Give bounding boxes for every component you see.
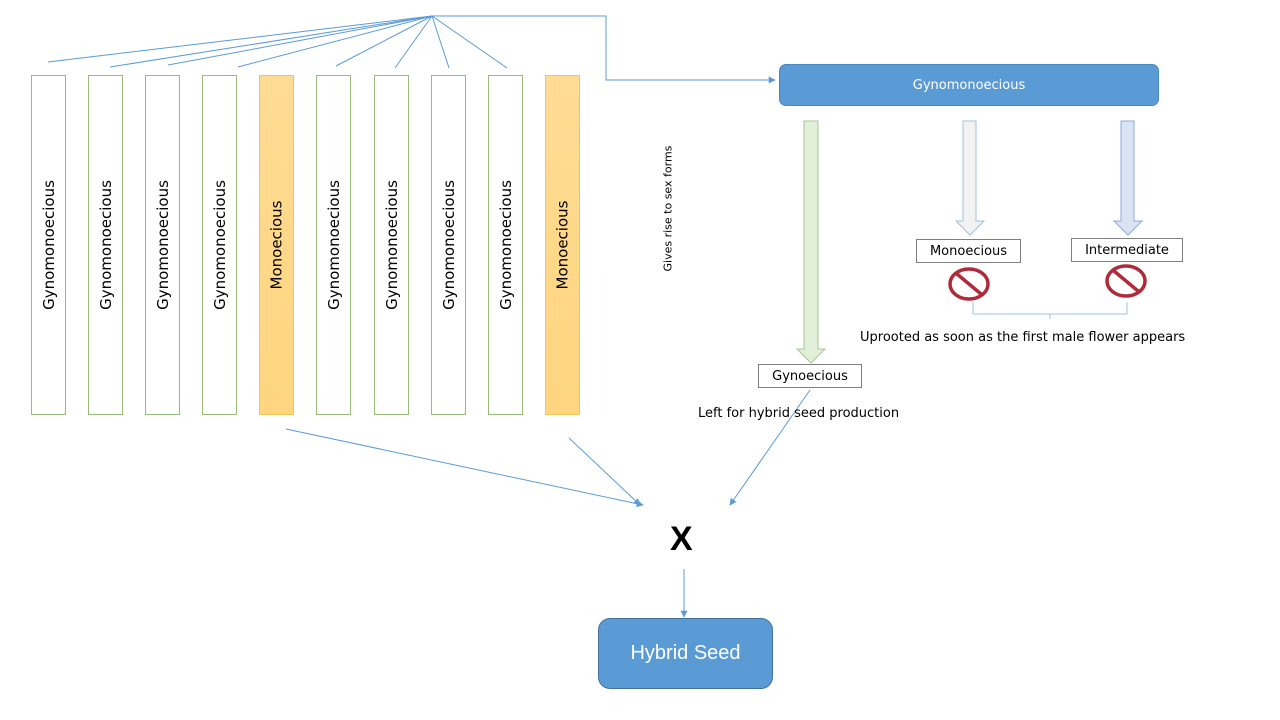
- plant-label: Gynomonoecious: [324, 180, 343, 310]
- plant-column: Gynomonoecious: [31, 75, 66, 415]
- plant-label: Monoecious: [267, 200, 286, 290]
- gives-rise-label: Gives rise to sex forms: [661, 145, 675, 272]
- to-parent-arrow: [432, 15, 776, 84]
- block-arrow-monoecious: [954, 120, 986, 236]
- parent-box: Gynomonoecious: [779, 64, 1159, 106]
- intermediate-box: Intermediate: [1071, 238, 1183, 262]
- block-arrow-gynoecious: [795, 120, 827, 364]
- plant-label: Gynomonoecious: [96, 180, 115, 310]
- plant-column: Gynomonoecious: [488, 75, 523, 415]
- fan-line: [431, 15, 450, 69]
- fan-line: [431, 15, 508, 69]
- plant-label: Gynomonoecious: [153, 180, 172, 310]
- fan-line: [394, 15, 433, 69]
- fan-line: [335, 15, 433, 67]
- plant-column: Gynomonoecious: [431, 75, 466, 415]
- plant-column: Gynomonoecious: [316, 75, 351, 415]
- plant-label: Gynomonoecious: [210, 180, 229, 310]
- gyno-to-cross-arrow: [729, 389, 811, 506]
- fan-line: [47, 15, 433, 63]
- plant-label: Gynomonoecious: [496, 180, 515, 310]
- plant-column: Gynomonoecious: [145, 75, 180, 415]
- plant-label: Gynomonoecious: [39, 180, 58, 310]
- prohibited-icon: [1105, 264, 1147, 298]
- fan-line: [109, 15, 433, 68]
- hybrid-production-note: Left for hybrid seed production: [698, 406, 900, 421]
- plant-column: Gynomonoecious: [88, 75, 123, 415]
- plant-label: Gynomonoecious: [439, 180, 458, 310]
- block-arrow-intermediate: [1112, 120, 1144, 236]
- plant-label: Gynomonoecious: [382, 180, 401, 310]
- brace: [972, 302, 1128, 319]
- gynoecious-box: Gynoecious: [758, 364, 862, 388]
- plant-label: Monoecious: [553, 200, 572, 290]
- mono2-to-cross-arrow: [568, 437, 641, 506]
- plant-column: Gynomonoecious: [374, 75, 409, 415]
- prohibited-icon: [948, 267, 990, 301]
- plant-column: Monoecious: [259, 75, 294, 415]
- uprooted-note: Uprooted as soon as the first male flowe…: [860, 330, 1186, 345]
- fan-line: [167, 15, 433, 66]
- monoecious-box: Monoecious: [916, 239, 1021, 263]
- cross-symbol: X: [670, 520, 693, 558]
- hybrid-seed-box: Hybrid Seed: [598, 618, 773, 689]
- plant-column: Monoecious: [545, 75, 580, 415]
- plant-column: Gynomonoecious: [202, 75, 237, 415]
- fan-line: [237, 15, 433, 68]
- mono-to-cross-arrow: [285, 428, 644, 508]
